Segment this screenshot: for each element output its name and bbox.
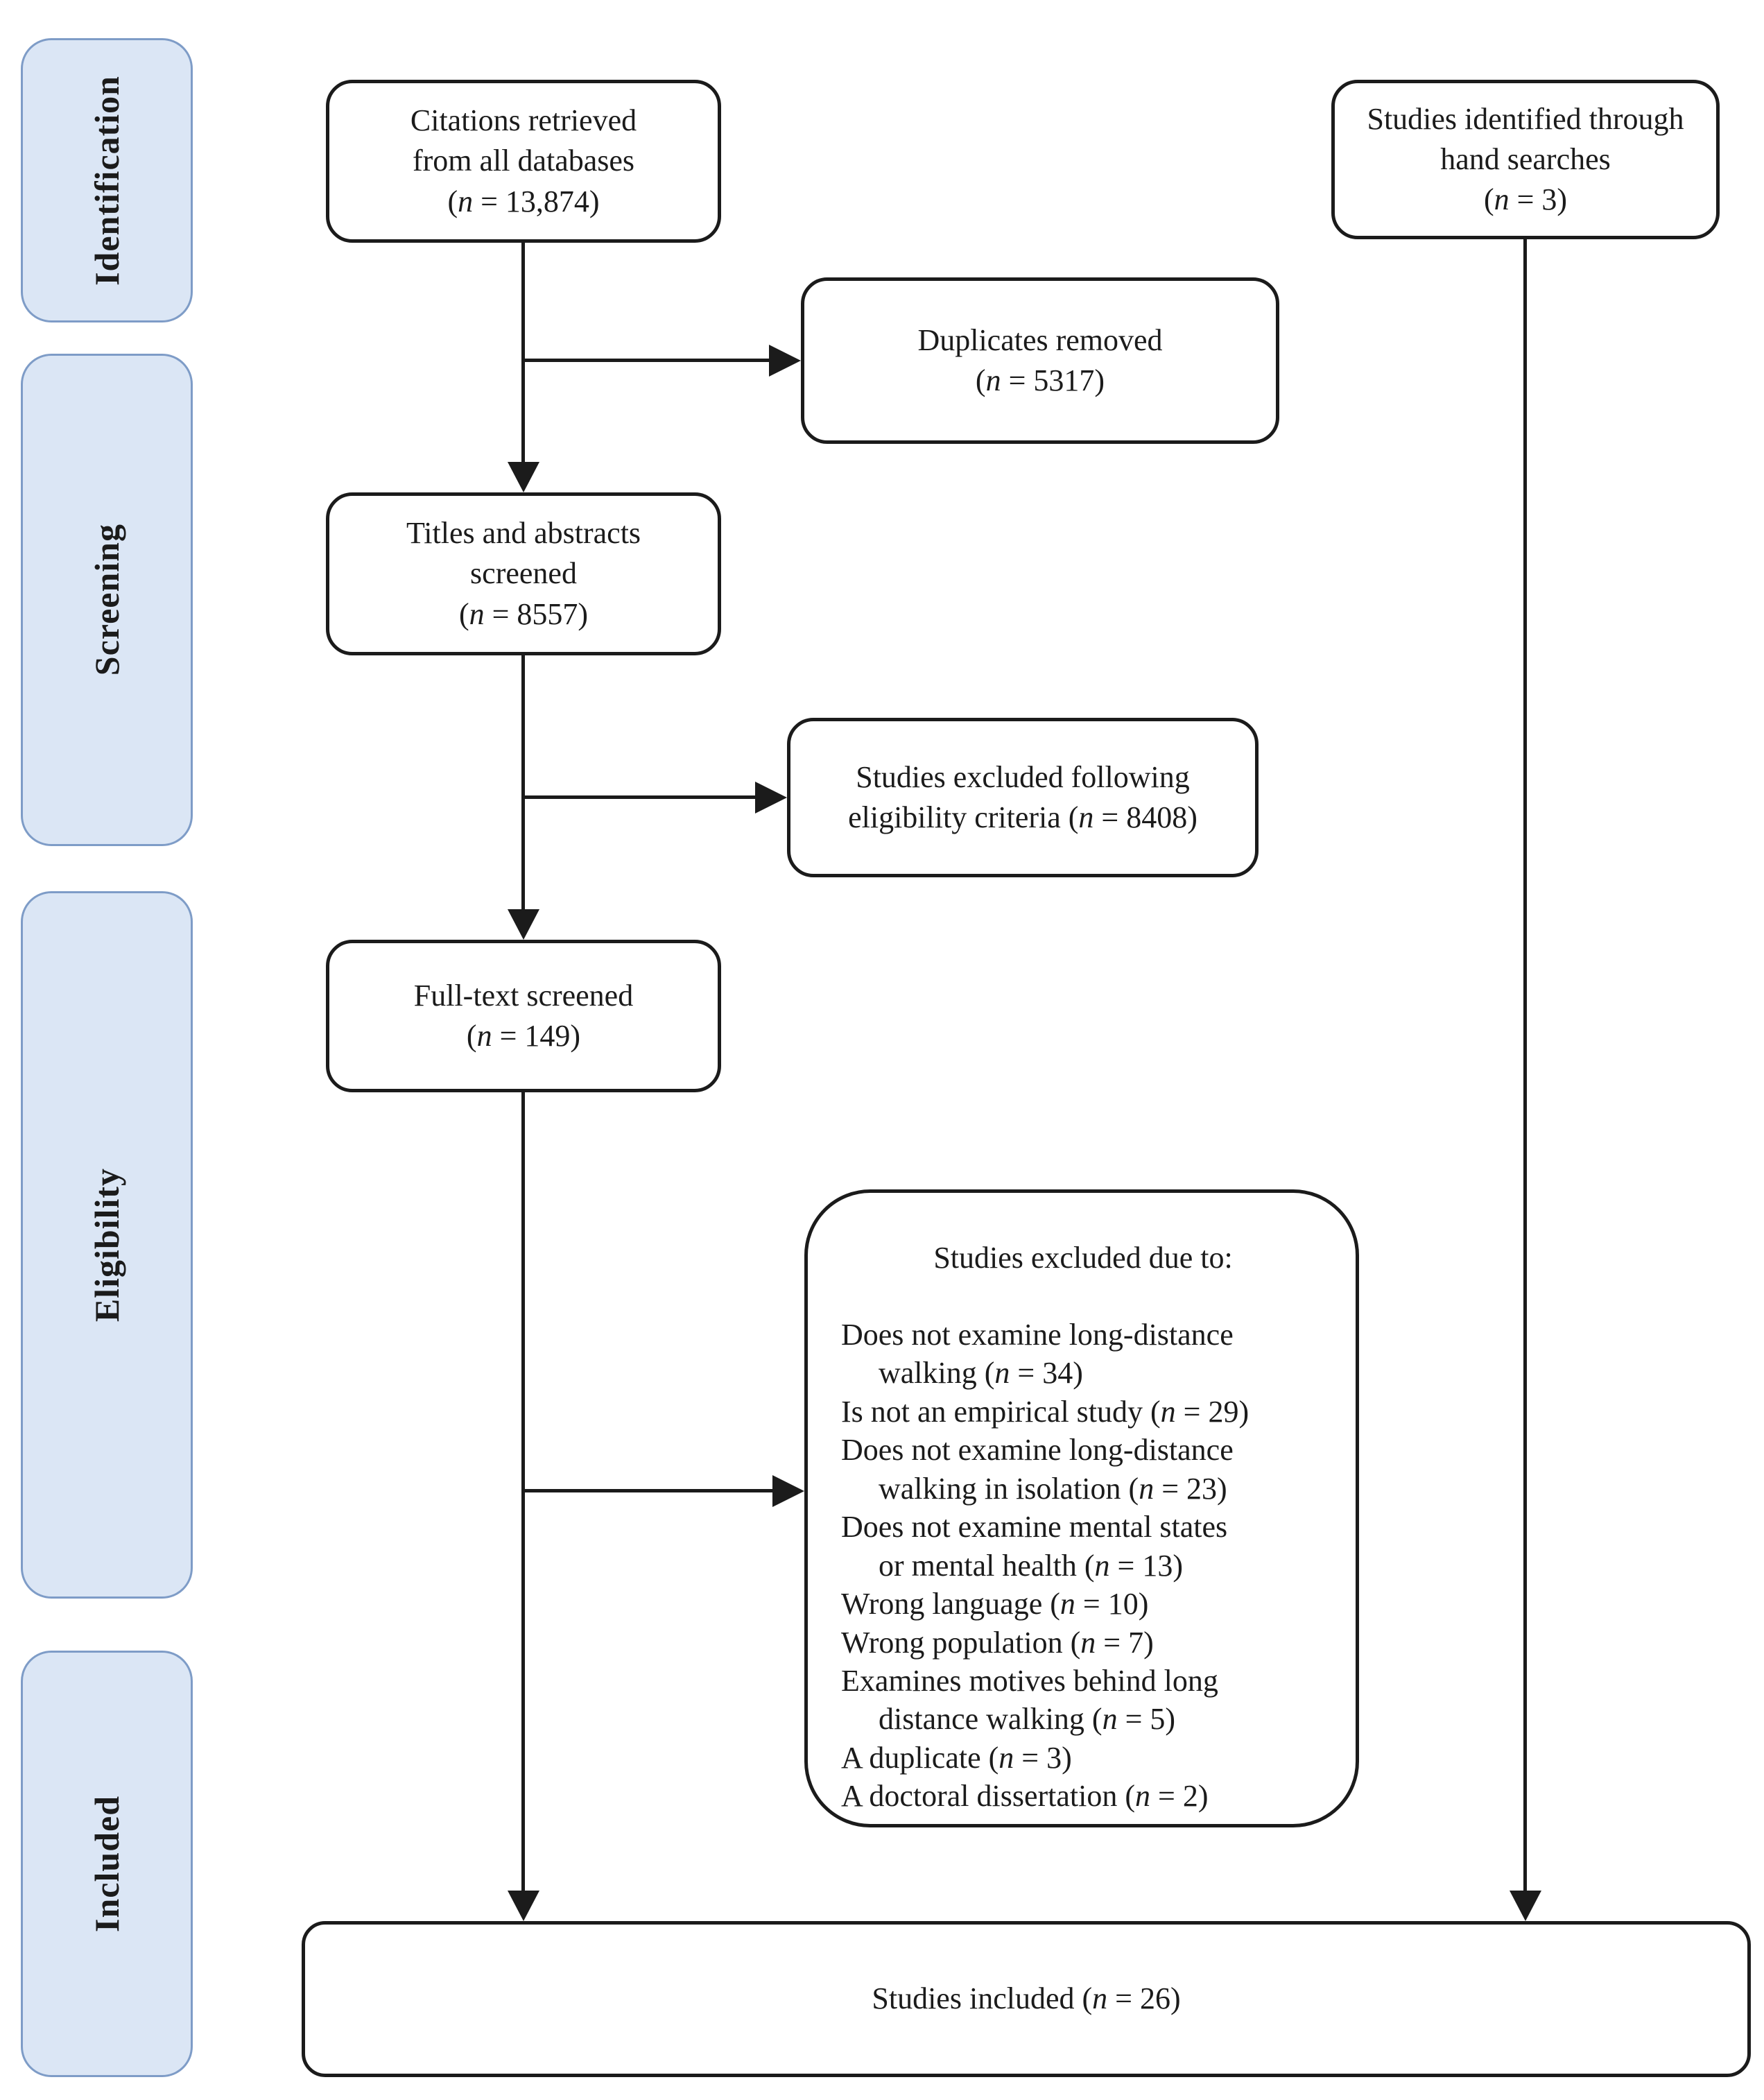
- text-line: Does not examine mental states: [841, 1510, 1228, 1544]
- text-line: A doctoral dissertation (n = 2): [841, 1779, 1209, 1814]
- arrowhead-into-excluded-eligibility: [755, 782, 787, 814]
- text-line: Full-text screened: [413, 978, 634, 1013]
- text-line: (n = 5317): [975, 363, 1105, 397]
- text-line: or mental health (n = 13): [879, 1548, 1184, 1583]
- box-duplicates-text: Duplicates removed (n = 5317): [917, 320, 1162, 401]
- arrowhead-into-duplicates: [769, 345, 801, 377]
- box-excluded-reasons-title: Studies excluded due to:: [933, 1241, 1233, 1275]
- text-line: Wrong language (n = 10): [841, 1587, 1149, 1621]
- box-fulltext-screened: Full-text screened (n = 149): [326, 940, 721, 1092]
- stage-screening-label: Screening: [87, 524, 126, 676]
- text-line: Studies included (n = 26): [872, 1981, 1181, 2016]
- excluded-reason-item: Wrong population (n = 7): [841, 1624, 1325, 1662]
- box-citations-text: Citations retrieved from all databases (n …: [410, 101, 637, 221]
- text-line: Wrong population (n = 7): [841, 1625, 1154, 1660]
- excluded-reason-item: Does not examine mental states or mental …: [841, 1508, 1325, 1585]
- box-titles-abstracts-screened: Titles and abstracts screened (n = 8557): [326, 492, 721, 655]
- connector-handsearches-to-included-line: [1523, 239, 1527, 1892]
- box-hand-searches: Studies identified through hand searches (…: [1331, 80, 1720, 239]
- text-line: (n = 8557): [458, 596, 589, 631]
- text-line: hand searches: [1440, 141, 1611, 176]
- excluded-reason-item: A duplicate (n = 3): [841, 1739, 1325, 1777]
- text-line: walking in isolation (n = 23): [879, 1471, 1227, 1506]
- box-excluded-reasons: Studies excluded due to: Does not examin…: [804, 1189, 1359, 1827]
- arrowhead-into-titles-abstracts: [508, 462, 539, 492]
- text-line: Does not examine long-distance: [841, 1318, 1234, 1352]
- connector-titles-to-fulltext-line: [521, 655, 525, 911]
- text-line: walking (n = 34): [879, 1356, 1083, 1391]
- text-line: (n = 149): [466, 1019, 581, 1053]
- connector-to-duplicates-line: [522, 359, 770, 362]
- text-line: eligibility criteria (n = 8408): [848, 800, 1197, 834]
- text-line: distance walking (n = 5): [879, 1702, 1176, 1737]
- excluded-reason-item: Does not examine long-distance walking (n…: [841, 1316, 1325, 1393]
- arrowhead-into-included-left: [508, 1891, 539, 1921]
- box-titles-abstracts-text: Titles and abstracts screened (n = 8557): [406, 513, 641, 634]
- stage-included-label: Included: [87, 1796, 126, 1932]
- text-line: Studies excluded following: [856, 759, 1190, 794]
- box-citations-retrieved: Citations retrieved from all databases (n …: [326, 80, 721, 243]
- text-line: (n = 13,874): [447, 184, 600, 218]
- stage-included: Included: [21, 1651, 193, 2077]
- connector-to-excluded-eligibility-line: [522, 795, 756, 799]
- text-line: Titles and abstracts: [406, 516, 641, 551]
- text-line: Studies identified through: [1367, 101, 1684, 136]
- text-line: Examines motives behind long: [841, 1663, 1218, 1698]
- stage-identification-label: Identification: [87, 75, 126, 286]
- connector-to-excluded-reasons-line: [522, 1489, 773, 1492]
- text-line: screened: [470, 556, 577, 591]
- arrowhead-into-excluded-reasons: [772, 1475, 804, 1507]
- text-line: A duplicate (n = 3): [841, 1740, 1072, 1775]
- box-excluded-eligibility-text: Studies excluded following eligibility cr…: [848, 757, 1197, 838]
- arrowhead-into-fulltext: [508, 909, 539, 940]
- excluded-reason-item: Examines motives behind long distance wal…: [841, 1662, 1325, 1739]
- excluded-reasons-list: Does not examine long-distance walking (n…: [841, 1316, 1325, 1816]
- box-duplicates-removed: Duplicates removed (n = 5317): [801, 277, 1279, 444]
- excluded-reason-item: A doctoral dissertation (n = 2): [841, 1777, 1325, 1815]
- stage-eligibility: Eligibility: [21, 891, 193, 1599]
- arrowhead-into-included-right: [1510, 1891, 1541, 1921]
- text-line: from all databases: [412, 144, 635, 178]
- stage-eligibility-label: Eligibility: [87, 1167, 126, 1323]
- excluded-reason-item: Wrong language (n = 10): [841, 1585, 1325, 1623]
- stage-identification: Identification: [21, 38, 193, 322]
- box-fulltext-text: Full-text screened (n = 149): [414, 976, 633, 1056]
- text-line: Citations retrieved: [410, 103, 637, 138]
- box-studies-included: Studies included (n = 26): [302, 1921, 1751, 2077]
- excluded-reason-item: Is not an empirical study (n = 29): [841, 1393, 1325, 1431]
- text-line: Does not examine long-distance: [841, 1433, 1234, 1468]
- connector-citations-to-titles-line: [521, 243, 525, 463]
- text-line: (n = 3): [1483, 182, 1568, 217]
- stage-screening: Screening: [21, 354, 193, 846]
- box-studies-included-text: Studies included (n = 26): [872, 1979, 1180, 2019]
- text-line: Duplicates removed: [917, 322, 1163, 357]
- text-line: Is not an empirical study (n = 29): [841, 1394, 1250, 1429]
- box-excluded-eligibility: Studies excluded following eligibility cr…: [787, 718, 1259, 877]
- box-hand-searches-text: Studies identified through hand searches (…: [1367, 99, 1684, 220]
